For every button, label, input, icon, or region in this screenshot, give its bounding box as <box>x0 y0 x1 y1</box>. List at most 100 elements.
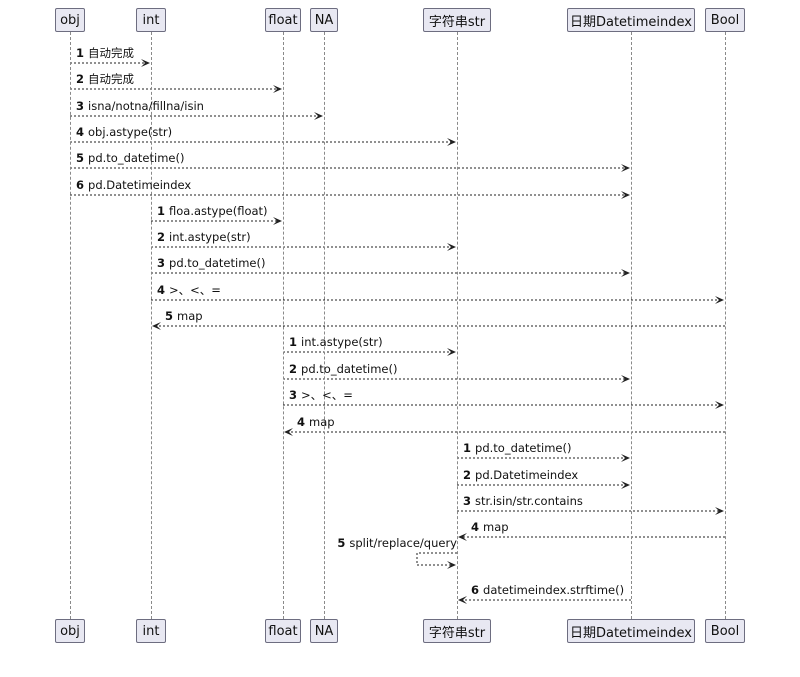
message-text: obj.astype(str) <box>88 125 173 139</box>
arrow-head <box>141 59 150 67</box>
participant-str-top: 字符串str <box>423 8 491 32</box>
lifeline-str <box>457 32 458 619</box>
message-number: 4 <box>76 125 85 139</box>
message-number: 1 <box>76 46 85 60</box>
lifeline-dt <box>631 32 632 619</box>
message-label: 3>、<、= <box>289 388 353 402</box>
lifeline-na <box>324 32 325 619</box>
participant-obj-top: obj <box>55 8 85 32</box>
message-number: 6 <box>471 583 480 597</box>
message-text: pd.to_datetime() <box>301 362 398 376</box>
arrow-head <box>621 481 630 489</box>
message-number: 3 <box>76 99 85 113</box>
arrow-head <box>621 375 630 383</box>
message-text: map <box>309 415 335 429</box>
message-number: 1 <box>463 441 472 455</box>
participant-float-bottom: float <box>265 619 301 643</box>
participant-na-top: NA <box>310 8 338 32</box>
message-number: 3 <box>289 388 298 402</box>
message-text: pd.Datetimeindex <box>475 468 579 482</box>
arrow-head <box>621 454 630 462</box>
lifeline-obj <box>70 32 71 619</box>
message-number: 2 <box>157 230 166 244</box>
message-number: 1 <box>157 204 166 218</box>
message-text: pd.to_datetime() <box>88 151 185 165</box>
arrow-head <box>621 164 630 172</box>
message-text: pd.to_datetime() <box>475 441 572 455</box>
message-text: >、<、= <box>169 283 221 297</box>
arrow-head <box>273 217 282 225</box>
arrow-head <box>715 507 724 515</box>
message-label: 4>、<、= <box>157 283 221 297</box>
arrow-head <box>447 138 456 146</box>
arrow-head <box>284 428 293 436</box>
message-number: 4 <box>297 415 306 429</box>
message-number: 2 <box>463 468 472 482</box>
participant-na-bottom: NA <box>310 619 338 643</box>
arrow-head <box>458 596 467 604</box>
participant-int-bottom: int <box>136 619 166 643</box>
message-number: 5 <box>165 309 174 323</box>
arrow-head <box>715 296 724 304</box>
participant-dt-top: 日期Datetimeindex <box>567 8 695 32</box>
participant-str-bottom: 字符串str <box>423 619 491 643</box>
arrow-head <box>447 348 456 356</box>
participant-float-top: float <box>265 8 301 32</box>
message-number: 3 <box>157 256 166 270</box>
message-text: >、<、= <box>301 388 353 402</box>
message-text: map <box>177 309 203 323</box>
message-number: 6 <box>76 178 85 192</box>
arrow-head <box>314 112 323 120</box>
lifeline-float <box>283 32 284 619</box>
lifeline-bool <box>725 32 726 619</box>
message-text: 自动完成 <box>88 46 135 60</box>
message-text: 自动完成 <box>88 72 135 86</box>
message-number: 5 <box>337 536 346 550</box>
message-text: int.astype(str) <box>169 230 251 244</box>
message-text: int.astype(str) <box>301 335 383 349</box>
message-number: 4 <box>157 283 166 297</box>
message-number: 2 <box>76 72 85 86</box>
arrow-head <box>152 322 161 330</box>
arrow-head <box>458 533 467 541</box>
lifeline-int <box>151 32 152 619</box>
message-number: 2 <box>289 362 298 376</box>
message-text: split/replace/query <box>349 536 457 550</box>
message-text: str.isin/str.contains <box>475 494 583 508</box>
message-number: 5 <box>76 151 85 165</box>
message-text: datetimeindex.strftime() <box>483 583 625 597</box>
arrow-head <box>273 85 282 93</box>
participant-obj-bottom: obj <box>55 619 85 643</box>
participant-int-top: int <box>136 8 166 32</box>
message-text: pd.Datetimeindex <box>88 178 192 192</box>
arrow-head <box>621 269 630 277</box>
self-message-arrow <box>416 552 457 566</box>
message-text: pd.to_datetime() <box>169 256 266 270</box>
arrow-head <box>447 243 456 251</box>
arrow-head <box>715 401 724 409</box>
message-number: 4 <box>471 520 480 534</box>
message-number: 1 <box>289 335 298 349</box>
arrow-head <box>447 561 456 569</box>
